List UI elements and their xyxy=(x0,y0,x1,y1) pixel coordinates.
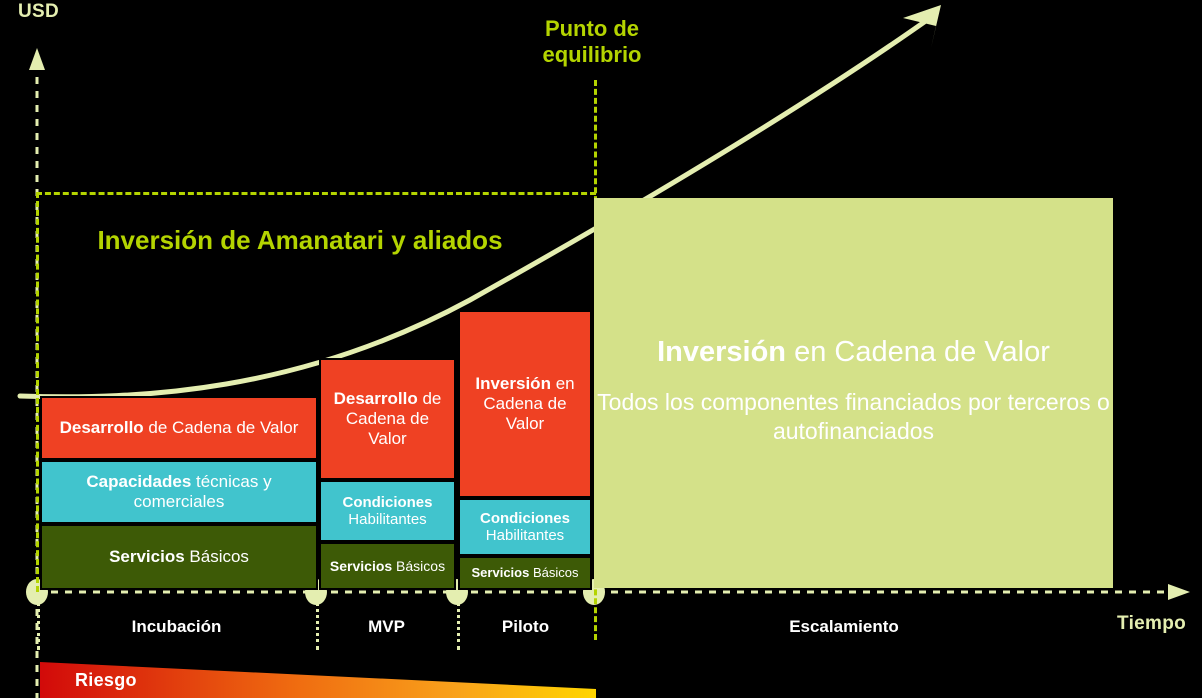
bar-text: Desarrollo de Cadena de Valor xyxy=(60,418,299,438)
risk-wedge xyxy=(40,662,596,698)
investment-left-guide xyxy=(36,192,39,592)
bar-lead: Servicios xyxy=(329,557,393,574)
investment-annotation: Inversión de Amanatari y aliados xyxy=(97,225,503,255)
bar-text: Condiciones Habilitantes xyxy=(466,510,584,545)
y-axis xyxy=(29,48,45,698)
bar-lead: Condiciones xyxy=(342,493,433,511)
bar-lead: Capacidades xyxy=(86,472,192,492)
bar-rest: de Cadena de Valor xyxy=(345,389,442,448)
bar-rest: Básicos xyxy=(392,557,446,574)
bar-mvp-servicios[interactable]: Servicios Básicos xyxy=(319,542,456,590)
bar-text: Desarrollo de Cadena de Valor xyxy=(327,389,448,448)
breakeven-annotation: Punto de equilibrio xyxy=(497,16,687,68)
stage-sep-0 xyxy=(37,596,40,650)
stage-sep-2 xyxy=(457,596,460,650)
bar-rest: Básicos xyxy=(529,565,579,581)
bar-text: Servicios Básicos xyxy=(472,565,579,580)
stage-label-incubacion: Incubación xyxy=(131,617,222,636)
stage-label-escalamiento: Escalamiento xyxy=(789,617,899,636)
bar-rest: en Cadena de Valor xyxy=(483,374,575,433)
bar-piloto-inversion[interactable]: Inversión en Cadena de Valor xyxy=(458,310,592,498)
escalamiento-title: Inversión en Cadena de Valor xyxy=(657,335,1050,370)
bar-incubacion-servicios[interactable]: Servicios Básicos xyxy=(40,524,318,590)
breakeven-line-1: Punto de xyxy=(544,16,640,41)
bar-rest: técnicas y comerciales xyxy=(133,472,272,511)
bar-text: Capacidades técnicas y comerciales xyxy=(48,472,310,511)
bar-text: Servicios Básicos xyxy=(109,547,249,567)
bar-text: Servicios Básicos xyxy=(330,558,445,574)
breakeven-line-2: equilibrio xyxy=(542,41,642,67)
bar-rest: Básicos xyxy=(184,547,249,567)
x-axis-label: Tiempo xyxy=(1117,613,1187,634)
stage-label-mvp: MVP xyxy=(368,617,405,636)
bar-piloto-condiciones[interactable]: Condiciones Habilitantes xyxy=(458,498,592,556)
escalamiento-panel[interactable]: Inversión en Cadena de Valor Todos los c… xyxy=(594,198,1113,588)
investment-ceiling-guide xyxy=(36,192,596,195)
bar-lead: Desarrollo xyxy=(333,389,418,409)
risk-label: Riesgo xyxy=(75,670,137,690)
bar-rest: de Cadena de Valor xyxy=(143,418,299,438)
y-axis-label: USD xyxy=(18,1,60,22)
bar-rest: Habilitantes xyxy=(485,527,565,544)
bar-piloto-servicios[interactable]: Servicios Básicos xyxy=(458,556,592,590)
bar-incubacion-capacidades[interactable]: Capacidades técnicas y comerciales xyxy=(40,460,318,524)
stage-sep-1 xyxy=(316,596,319,650)
escalamiento-title-lead: Inversión xyxy=(657,336,787,368)
bar-mvp-condiciones[interactable]: Condiciones Habilitantes xyxy=(319,480,456,542)
x-axis xyxy=(37,584,1190,600)
bar-lead: Inversión xyxy=(475,374,551,394)
bar-lead: Servicios xyxy=(471,565,530,581)
bar-lead: Condiciones xyxy=(479,509,570,527)
bar-text: Condiciones Habilitantes xyxy=(327,494,448,529)
escalamiento-title-rest: en Cadena de Valor xyxy=(786,336,1050,368)
bar-incubacion-desarrollo[interactable]: Desarrollo de Cadena de Valor xyxy=(40,396,318,460)
bar-lead: Desarrollo xyxy=(59,418,144,438)
growth-curve xyxy=(17,5,941,400)
stage-label-piloto: Piloto xyxy=(501,617,550,636)
bar-text: Inversión en Cadena de Valor xyxy=(466,374,584,433)
escalamiento-subtitle: Todos los componentes financiados por te… xyxy=(597,388,1110,445)
bar-rest: Habilitantes xyxy=(348,511,427,528)
bar-mvp-desarrollo[interactable]: Desarrollo de Cadena de Valor xyxy=(319,358,456,480)
bar-lead: Servicios xyxy=(109,547,185,567)
